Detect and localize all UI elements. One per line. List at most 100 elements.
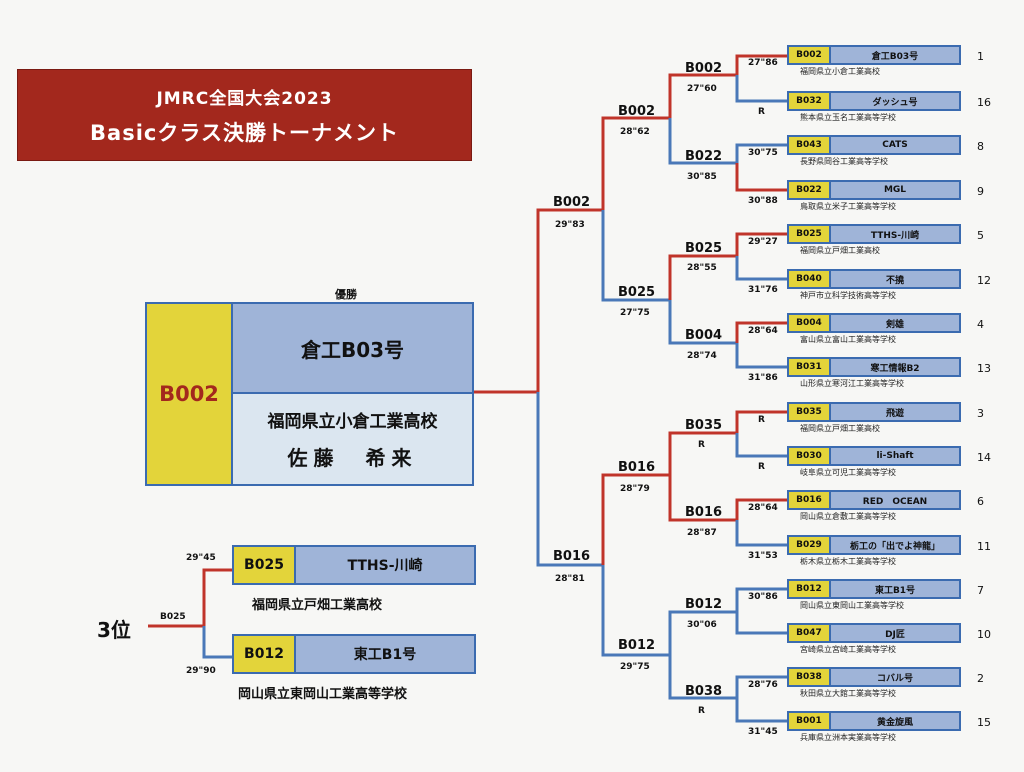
team-school: 福岡県立戸畑工業高校 [800,246,880,255]
third-team-code: B025 [234,547,294,583]
team-seed: 10 [977,628,991,641]
team-seed: 6 [977,495,984,508]
team-seed: 11 [977,540,991,553]
team-time: 29"27 [748,237,778,247]
team-time: 31"76 [748,285,778,295]
team-code: B031 [789,359,829,375]
third-team-name: 東工B1号 [296,636,474,672]
team-code: B016 [789,492,829,508]
quarter-time: R [698,706,705,716]
team-seed: 16 [977,96,991,109]
semi2-blue [601,565,670,657]
team-code: B004 [789,315,829,331]
team-school: 長野県岡谷工業高等学校 [800,157,888,166]
quarter-code: B004 [685,328,723,343]
banner-line1: JMRC全国大会2023 [156,89,333,109]
champion-code: B002 [147,304,231,484]
r6 [735,256,787,281]
team-code: B001 [789,713,829,729]
champion-name: 倉工B03号 [233,304,472,392]
champion-school: 福岡県立小倉工業高校 [267,412,438,432]
team-code: B040 [789,271,829,287]
team-school: 岡山県立倉敷工業高等学校 [800,512,896,521]
quarter-code: B016 [685,505,723,520]
team-school: 兵庫県立洲本実業高等学校 [800,733,896,742]
team-seed: 8 [977,140,984,153]
team-name: 黄金旋風 [831,713,959,729]
semi-code: B016 [618,460,656,475]
team-seed: 5 [977,229,984,242]
team-code: B047 [789,625,829,641]
r11 [735,498,787,520]
team-time: 30"75 [748,148,778,158]
team-time: 27"86 [748,58,778,68]
team-name: コバル号 [831,669,959,685]
team-name: 倉工B03号 [831,47,959,63]
team-name: 不撓 [831,271,959,287]
team-school: 秋田県立大館工業高等学校 [800,689,896,698]
r3 [735,143,787,163]
final-top-time: 29"83 [555,220,585,230]
quarter-time: 30"06 [687,620,717,630]
team-seed: 1 [977,50,984,63]
team-code: B029 [789,537,829,553]
quarter-code: B002 [685,61,723,76]
quarter-time: 30"85 [687,172,717,182]
title-banner: JMRC全国大会2023 Basicクラス決勝トーナメント [18,70,471,160]
team-school: 神戸市立科学技術高等学校 [800,291,896,300]
team-name: MGL [831,182,959,198]
r16 [735,698,787,723]
team-code: B032 [789,93,829,109]
quarter-time: 28"74 [687,351,717,361]
third-time: 29"45 [186,553,216,563]
quarter-code: B012 [685,597,723,612]
team-time: R [758,107,765,117]
team-seed: 3 [977,407,984,420]
third-team-code: B012 [234,636,294,672]
r2 [735,75,787,103]
semi-time: 29"75 [620,662,650,672]
third-red [148,568,232,628]
quarter-code: B022 [685,149,723,164]
semi-time: 27"75 [620,308,650,318]
team-seed: 4 [977,318,984,331]
q1-blue [668,118,737,165]
team-name: ダッシュ号 [831,93,959,109]
r1 [735,54,787,75]
semi2-red [601,473,670,565]
banner-line2: Basicクラス決勝トーナメント [90,121,399,145]
third-place-winner: B025 [160,612,186,622]
team-school: 山形県立寒河江工業高等学校 [800,379,904,388]
team-code: B025 [789,226,829,242]
r13 [735,587,787,612]
champion-info: 福岡県立小倉工業高校 佐藤 希来 [233,394,472,484]
team-code: B030 [789,448,829,464]
team-name: RED OCEAN [831,492,959,508]
quarter-time: R [698,440,705,450]
team-name: 栃工の「出でよ神龍」 [831,537,959,553]
q4-blue2 [668,655,737,700]
third-team-box: B025 TTHS-川崎 [232,545,476,585]
team-school: 福岡県立小倉工業高校 [800,67,880,76]
r8 [735,343,787,369]
team-time: 31"45 [748,727,778,737]
semi-time: 28"79 [620,484,650,494]
team-school: 福岡県立戸畑工業高校 [800,424,880,433]
team-time: 28"64 [748,503,778,513]
team-seed: 12 [977,274,991,287]
team-code: B043 [789,137,829,153]
team-name: CATS [831,137,959,153]
quarter-code: B035 [685,418,723,433]
team-name: 東工B1号 [831,581,959,597]
quarter-time: 27"60 [687,84,717,94]
q2-blue [668,300,737,345]
team-school: 宮崎県立宮崎工業高等学校 [800,645,896,654]
r5 [735,232,787,256]
team-time: 31"86 [748,373,778,383]
team-name: 剣雄 [831,315,959,331]
